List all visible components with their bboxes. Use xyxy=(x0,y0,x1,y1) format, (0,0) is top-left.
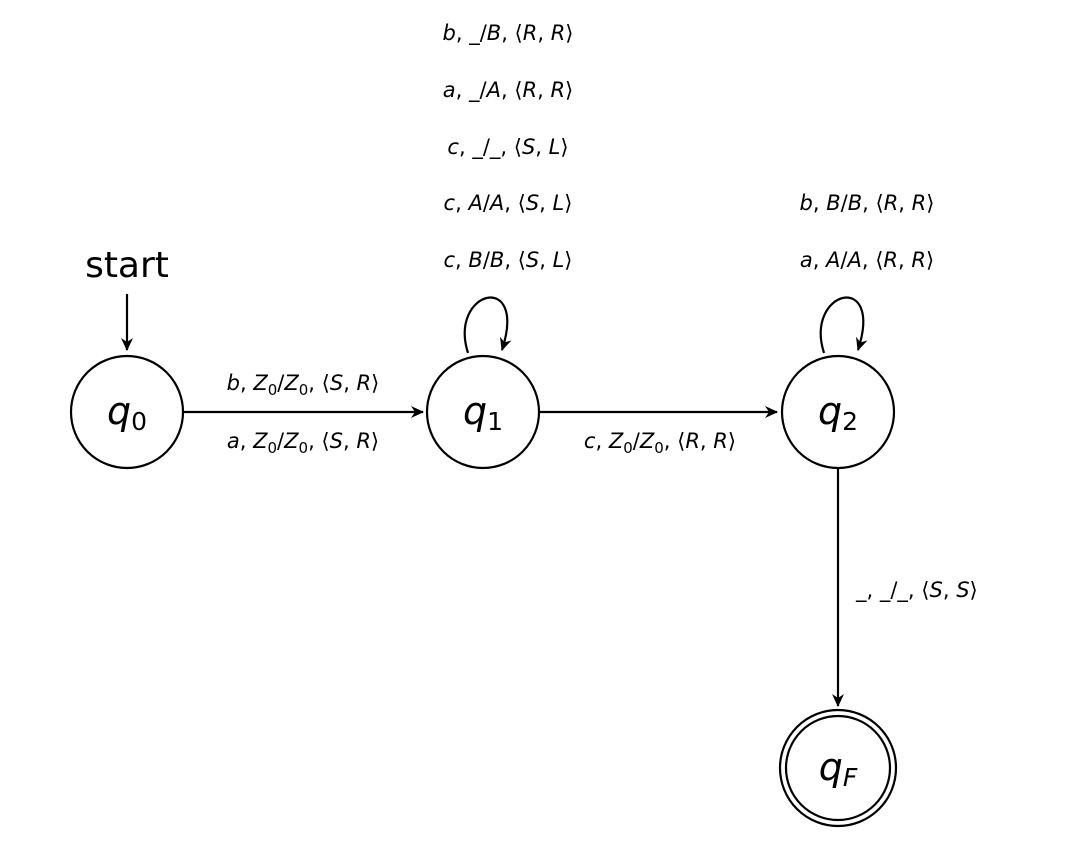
transition-label-q1-loop-0: b, _/B, ⟨R, R⟩ xyxy=(443,21,574,46)
state-q0-sub: 0 xyxy=(131,407,147,436)
transition-label-q2-qF-0: _, _/_, ⟨S, S⟩ xyxy=(855,578,978,603)
state-q2-base: q xyxy=(818,389,842,433)
state-q0: q0 xyxy=(69,354,185,470)
svg-text:q0: q0 xyxy=(107,389,147,436)
transition-label-q1-loop-2: c, _/_, ⟨S, L⟩ xyxy=(447,135,568,160)
state-q2-sub: 2 xyxy=(842,407,858,436)
state-qF-accepting: qF xyxy=(778,708,898,828)
start-label: start xyxy=(85,245,169,286)
state-q1-sub: 1 xyxy=(487,407,503,436)
transition-label-q1-loop-3: c, A/A, ⟨S, L⟩ xyxy=(444,191,573,215)
state-qF-base: q xyxy=(819,745,843,789)
transition-label-q2-loop-0: b, B/B, ⟨R, R⟩ xyxy=(800,191,935,215)
svg-text:qF: qF xyxy=(819,745,858,792)
svg-text:q2: q2 xyxy=(818,389,858,436)
svg-text:q1: q1 xyxy=(463,389,503,436)
transition-label-q1-loop-1: a, _/A, ⟨R, R⟩ xyxy=(443,78,573,103)
transition-label-q1-q2-0: c, Z0​/Z0​, ⟨R, R⟩ xyxy=(584,429,736,457)
state-q1-base: q xyxy=(463,389,487,433)
transition-label-q1-loop-4: c, B/B, ⟨S, L⟩ xyxy=(444,248,573,272)
loop-q1 xyxy=(463,296,512,354)
transition-label-q2-loop-1: a, A/A, ⟨R, R⟩ xyxy=(800,248,934,272)
loop-q2 xyxy=(819,296,868,354)
state-q0-base: q xyxy=(107,389,131,433)
state-q1: q1 xyxy=(425,354,541,470)
state-qF-sub: F xyxy=(843,763,858,792)
transition-labels: b, Z0​/Z0​, ⟨S, R⟩ a, Z0​/Z0​, ⟨S, R⟩ b, _… xyxy=(227,21,978,603)
transition-label-q0-q1-0: b, Z0​/Z0​, ⟨S, R⟩ xyxy=(227,371,380,399)
transition-label-q0-q1-1: a, Z0​/Z0​, ⟨S, R⟩ xyxy=(227,429,379,457)
state-q2: q2 xyxy=(780,354,896,470)
